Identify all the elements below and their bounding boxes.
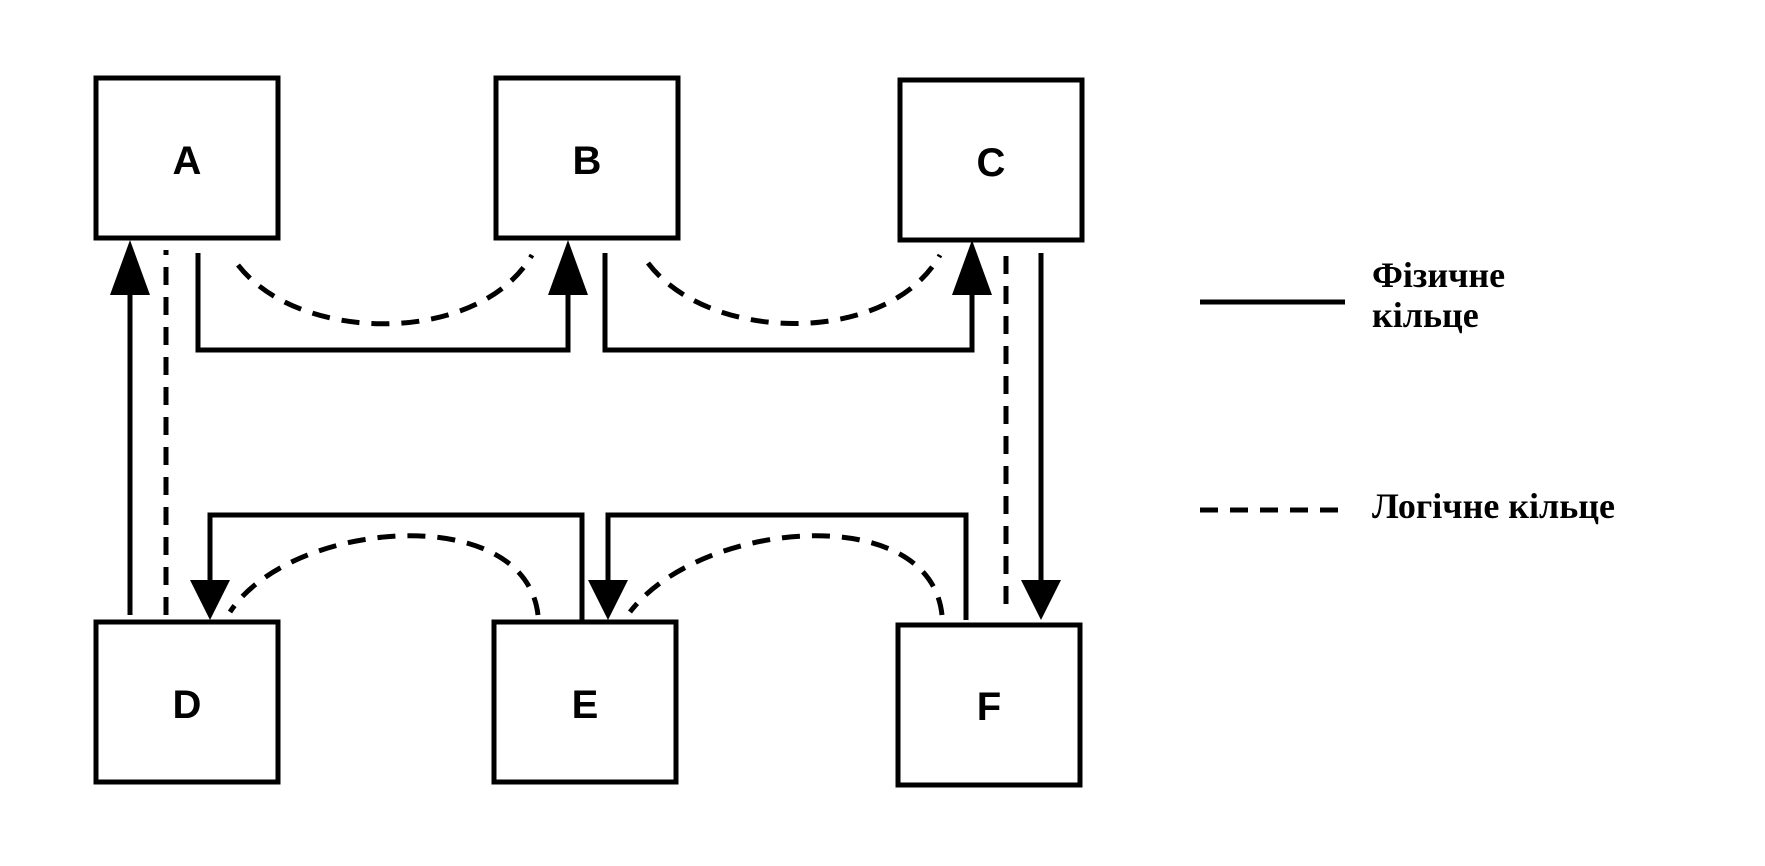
physical-link-a-b (195, 253, 571, 353)
node-f-label: F (977, 685, 1001, 729)
node-d: D (93, 619, 281, 785)
node-c-label: C (977, 141, 1006, 185)
logical-link-a-b (236, 253, 535, 327)
physical-ring (127, 253, 1044, 620)
arrow-into-f (1021, 580, 1061, 620)
arrow-into-a (110, 240, 150, 295)
node-b-label: B (573, 139, 602, 183)
logical-link-b-c (646, 253, 943, 326)
node-a: A (93, 75, 281, 241)
node-e-label: E (572, 683, 599, 727)
node-a-box (93, 75, 281, 241)
arrow-into-c (952, 240, 992, 295)
arrow-into-b (548, 240, 588, 295)
node-c-box (897, 77, 1085, 243)
physical-link-b-c (602, 253, 975, 353)
arrow-into-e (588, 580, 628, 620)
logical-link-f-e (628, 533, 945, 616)
node-e-box (491, 619, 679, 785)
legend-logical-label: Логічне кільце (1372, 486, 1615, 526)
node-d-box (93, 619, 281, 785)
arrowheads (110, 240, 1061, 620)
node-c: C (897, 77, 1085, 243)
node-f-box (895, 622, 1083, 788)
node-a-label: A (173, 139, 202, 183)
node-d-label: D (173, 683, 202, 727)
physical-link-f-e (605, 512, 969, 620)
legend-physical-label: Фізичне кільце (1372, 255, 1506, 335)
node-b-box (493, 75, 681, 241)
logical-ring (163, 250, 1009, 616)
arrow-into-d (190, 580, 230, 620)
node-f: F (895, 622, 1083, 788)
node-e: E (491, 619, 679, 785)
physical-link-e-d (207, 512, 585, 620)
node-b: B (493, 75, 681, 241)
logical-link-e-d (227, 533, 541, 616)
